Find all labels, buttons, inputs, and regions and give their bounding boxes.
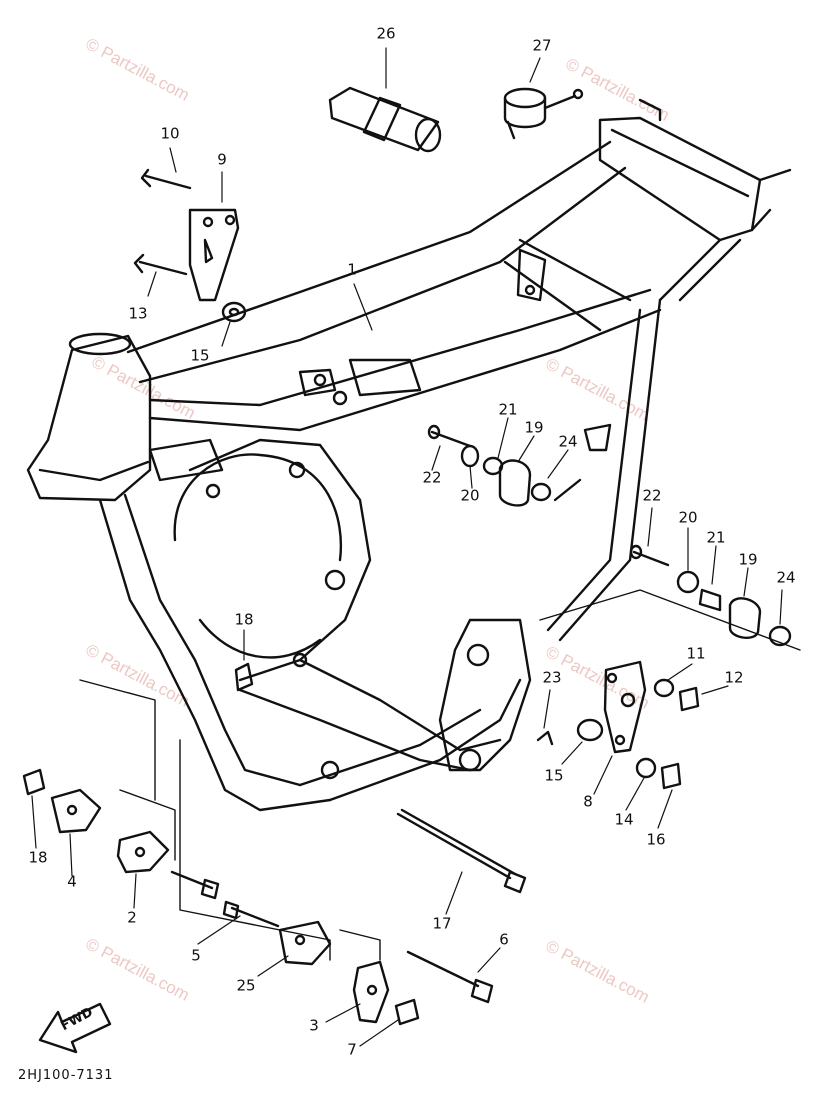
part-label-15[interactable]: 15 — [190, 346, 210, 365]
part-label-21[interactable]: 21 — [706, 528, 726, 547]
diagram-code: 2HJ100-7131 — [18, 1068, 114, 1083]
part-label-20[interactable]: 20 — [460, 486, 480, 505]
part-label-22[interactable]: 22 — [642, 486, 662, 505]
part-label-24[interactable]: 24 — [558, 432, 578, 451]
part-label-26[interactable]: 26 — [376, 24, 396, 43]
long-bolt-part — [396, 808, 527, 894]
part-label-8[interactable]: 8 — [583, 792, 593, 811]
part-label-11[interactable]: 11 — [686, 644, 706, 663]
part-label-24[interactable]: 24 — [776, 568, 796, 587]
part-label-23[interactable]: 23 — [542, 668, 562, 687]
part-label-9[interactable]: 9 — [217, 150, 227, 169]
part-label-19[interactable]: 19 — [738, 550, 758, 569]
fwd-arrow-icon — [38, 1002, 112, 1054]
part-label-15[interactable]: 15 — [544, 766, 564, 785]
part-label-13[interactable]: 13 — [128, 304, 148, 323]
part-label-6[interactable]: 6 — [499, 930, 509, 949]
right-mount-parts — [536, 660, 700, 790]
part-label-4[interactable]: 4 — [67, 872, 77, 891]
cap-part — [503, 87, 584, 140]
main-frame — [26, 98, 792, 812]
battery-part — [328, 86, 442, 153]
lower-left-parts — [22, 662, 254, 874]
part-label-1[interactable]: 1 — [347, 260, 357, 279]
part-label-16[interactable]: 16 — [646, 830, 666, 849]
part-label-22[interactable]: 22 — [422, 468, 442, 487]
part-label-12[interactable]: 12 — [724, 668, 744, 687]
part-label-27[interactable]: 27 — [532, 36, 552, 55]
part-label-21[interactable]: 21 — [498, 400, 518, 419]
part-label-18[interactable]: 18 — [234, 610, 254, 629]
leader-lines — [31, 47, 783, 1047]
part-label-3[interactable]: 3 — [309, 1016, 319, 1035]
bolts-five — [170, 870, 280, 928]
part-label-10[interactable]: 10 — [160, 124, 180, 143]
part-label-2[interactable]: 2 — [127, 908, 137, 927]
part-label-20[interactable]: 20 — [678, 508, 698, 527]
part-label-25[interactable]: 25 — [236, 976, 256, 995]
part-label-7[interactable]: 7 — [347, 1040, 357, 1059]
upper-mount-parts — [133, 168, 247, 323]
mount-set-upper — [427, 424, 582, 507]
part-label-18[interactable]: 18 — [28, 848, 48, 867]
mount-set-lower — [539, 544, 801, 651]
part-label-14[interactable]: 14 — [614, 810, 634, 829]
lower-right-parts — [179, 739, 494, 1026]
part-label-5[interactable]: 5 — [191, 946, 201, 965]
part-label-17[interactable]: 17 — [432, 914, 452, 933]
part-label-19[interactable]: 19 — [524, 418, 544, 437]
